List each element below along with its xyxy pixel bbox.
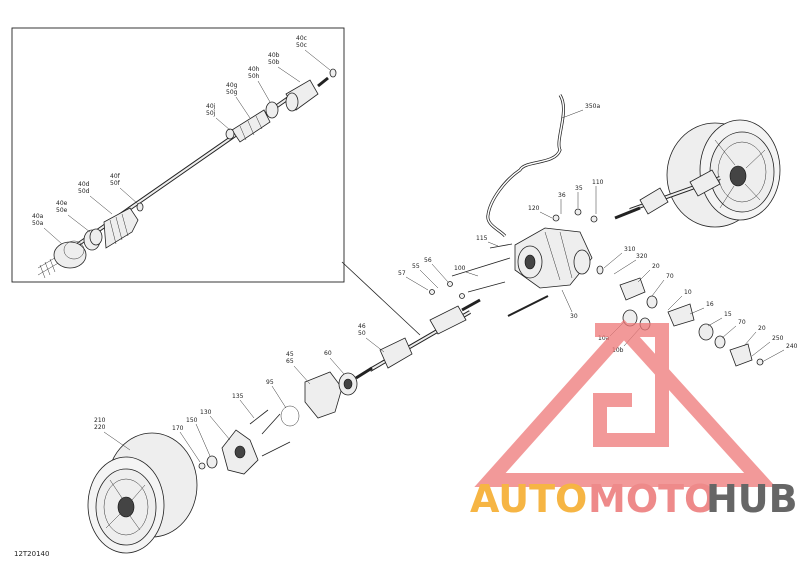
label-50a: 50a [32,220,44,227]
label-10: 10 [684,289,692,296]
label-40c: 40c [296,35,307,42]
automotohub-watermark-logo [474,319,776,487]
label-120: 120 [528,205,540,212]
rear-differential [514,227,593,289]
label-40f: 40f [110,173,121,180]
label-70-lower: 70 [738,319,746,326]
hub-flange [198,429,259,475]
label-50f: 50f [110,180,121,187]
label-50g: 50g [226,89,238,96]
label-50h: 50h [248,73,260,80]
label-45: 45 [286,351,294,358]
label-20-upper: 20 [652,263,660,270]
label-55: 55 [412,263,420,270]
label-40e: 40e [56,200,68,207]
label-320: 320 [636,253,648,260]
diagram-code: 12T20140 [14,550,49,558]
label-40b: 40b [268,52,280,59]
label-310: 310 [624,246,636,253]
label-10a: 10a [598,335,610,342]
label-240: 240 [786,343,798,350]
label-50b: 50b [268,59,280,66]
label-16: 16 [706,301,714,308]
label-40j: 40j [206,103,216,110]
inset-drive-shaft [37,68,337,279]
watermark-text: AUTO MOTO HUB [470,477,798,521]
label-50c: 50c [296,42,307,49]
label-130: 130 [200,409,212,416]
inset-frame [11,27,345,283]
left-wheel [87,432,198,554]
label-135: 135 [232,393,244,400]
label-50j: 50j [206,110,216,117]
label-56: 56 [424,257,432,264]
label-100: 100 [454,265,466,272]
label-46: 46 [358,323,366,330]
watermark-moto: MOTO [588,477,716,521]
label-36: 36 [558,192,566,199]
label-110: 110 [592,179,604,186]
left-drive-shaft [355,298,481,380]
label-50: 50 [358,330,366,337]
label-10b: 10b [612,347,624,354]
label-50e: 50e [56,207,68,214]
inset-callouts: 40c 50c 40b 50b 40h 50h 40g 50g 40j 50j … [32,35,331,245]
label-95: 95 [266,379,274,386]
label-220: 220 [94,424,106,431]
label-30: 30 [570,313,578,320]
label-115: 115 [476,235,488,242]
label-40g: 40g [226,82,238,89]
label-35: 35 [575,185,583,192]
watermark-hub: HUB [706,477,798,521]
label-20-lower: 20 [758,325,766,332]
label-170: 170 [172,425,184,432]
watermark-auto: AUTO [470,477,587,521]
knuckle-hub [249,371,358,457]
label-57: 57 [398,270,406,277]
label-15: 15 [724,311,732,318]
label-210: 210 [94,417,106,424]
label-250: 250 [772,335,784,342]
label-65: 65 [286,358,294,365]
seal-bearing-stack [596,265,764,367]
label-40d: 40d [78,181,90,188]
label-40h: 40h [248,66,260,73]
label-50d: 50d [78,188,90,195]
right-wheel [666,119,781,228]
label-150: 150 [186,417,198,424]
label-350a: 350a [585,103,600,110]
diff-bolts [429,208,598,317]
label-40a: 40a [32,213,44,220]
label-60: 60 [324,350,332,357]
right-axle [614,169,721,220]
label-70-upper: 70 [666,273,674,280]
